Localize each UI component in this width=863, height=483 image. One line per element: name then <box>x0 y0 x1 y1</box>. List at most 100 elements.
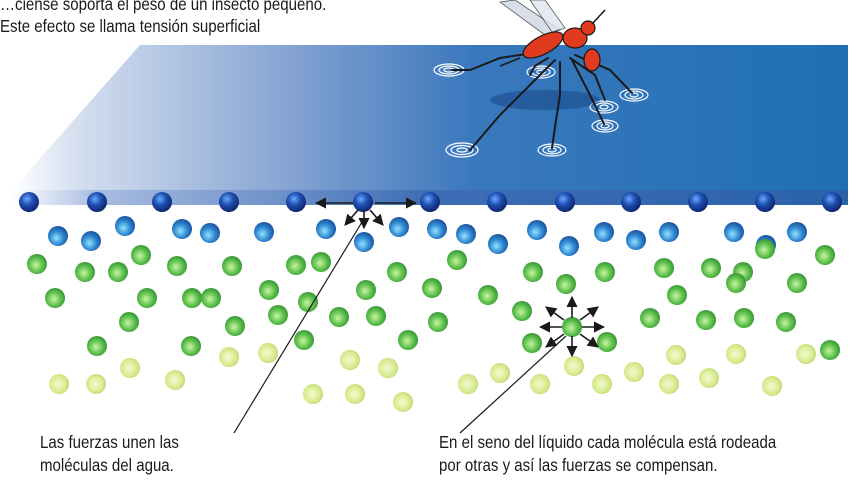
water-molecule <box>75 262 95 282</box>
water-molecule <box>556 274 576 294</box>
water-molecule <box>108 262 128 282</box>
water-molecule-blue <box>488 234 508 254</box>
water-molecule <box>820 340 840 360</box>
water-molecule-blue <box>659 222 679 242</box>
bulk-force-arrow-downleft <box>545 333 565 348</box>
water-molecule <box>201 288 221 308</box>
water-molecule-blue <box>427 219 447 239</box>
bulk-force-arrow-downright <box>579 333 599 348</box>
water-molecule-blue <box>389 217 409 237</box>
water-molecule-deep <box>86 374 106 394</box>
water-molecule <box>131 245 151 265</box>
water-molecule-blue <box>626 230 646 250</box>
water-molecule <box>294 330 314 350</box>
label-right-line-1: En el seno del líquido cada molécula est… <box>439 432 777 452</box>
water-molecule-deep <box>258 343 278 363</box>
water-molecule <box>522 333 542 353</box>
water-molecule-deep <box>219 347 239 367</box>
water-molecule-blue <box>48 226 68 246</box>
water-molecule <box>755 239 775 259</box>
water-molecule <box>329 307 349 327</box>
leader-line-left <box>233 221 363 434</box>
water-molecule-blue <box>787 222 807 242</box>
surface-molecule <box>487 192 507 212</box>
surface-molecule <box>87 192 107 212</box>
water-molecule-blue <box>594 222 614 242</box>
water-molecule-deep <box>624 362 644 382</box>
water-molecule-deep <box>490 363 510 383</box>
water-molecule <box>447 250 467 270</box>
water-molecule-deep <box>345 384 365 404</box>
header-line-2: Este efecto se llama tensión superficial <box>0 16 261 36</box>
water-molecule-deep <box>165 370 185 390</box>
surface-molecule <box>286 192 306 212</box>
central-water-molecule <box>562 317 582 337</box>
water-molecule-deep <box>120 358 140 378</box>
mosquito-icon <box>451 0 633 151</box>
water-molecule <box>387 262 407 282</box>
water-molecule <box>286 255 306 275</box>
water-molecule <box>398 330 418 350</box>
water-molecule <box>726 273 746 293</box>
surface-force-arrow-downleft <box>344 209 359 226</box>
water-molecule <box>654 258 674 278</box>
surface-force-arrow-downright <box>369 209 384 226</box>
surface-molecule <box>19 192 39 212</box>
water-molecule <box>512 301 532 321</box>
label-right-line-2: por otras y así las fuerzas se compensan… <box>439 455 718 475</box>
water-molecule <box>311 252 331 272</box>
water-molecule-blue <box>254 222 274 242</box>
water-molecule-deep <box>530 374 550 394</box>
molecules-group <box>19 192 842 412</box>
water-molecule <box>298 292 318 312</box>
header-line-1: …ciense soporta el peso de un insecto pe… <box>0 0 327 14</box>
water-molecule-blue <box>172 219 192 239</box>
bulk-force-arrow-upleft <box>545 306 565 321</box>
water-molecule-deep <box>666 345 686 365</box>
water-molecule <box>259 280 279 300</box>
water-molecule <box>137 288 157 308</box>
water-molecule <box>27 254 47 274</box>
surface-molecule <box>755 192 775 212</box>
surface-molecule <box>555 192 575 212</box>
water-molecule <box>225 316 245 336</box>
label-left-line-2: moléculas del agua. <box>40 455 174 475</box>
water-molecule <box>597 332 617 352</box>
water-molecule-deep <box>659 374 679 394</box>
water-molecule <box>696 310 716 330</box>
water-molecule-deep <box>458 374 478 394</box>
water-molecule <box>356 280 376 300</box>
water-molecule-blue <box>559 236 579 256</box>
water-molecule-deep <box>726 344 746 364</box>
water-molecule <box>701 258 721 278</box>
water-molecule <box>422 278 442 298</box>
leader-line-right <box>459 335 567 434</box>
surface-molecule <box>688 192 708 212</box>
water-molecule <box>776 312 796 332</box>
water-molecule-deep <box>564 356 584 376</box>
surface-molecule <box>621 192 641 212</box>
water-molecule <box>815 245 835 265</box>
water-molecule-blue <box>200 223 220 243</box>
water-molecule <box>478 285 498 305</box>
water-molecule-deep <box>796 344 816 364</box>
water-molecule-blue <box>527 220 547 240</box>
water-molecule <box>181 336 201 356</box>
water-molecule <box>182 288 202 308</box>
water-molecule-blue <box>456 224 476 244</box>
water-molecule <box>523 262 543 282</box>
water-molecule <box>734 308 754 328</box>
water-molecule <box>667 285 687 305</box>
water-molecule-deep <box>592 374 612 394</box>
insect-shadow <box>490 90 600 110</box>
water-molecule-blue <box>115 216 135 236</box>
water-molecule <box>268 305 288 325</box>
water-molecule <box>640 308 660 328</box>
water-molecule <box>119 312 139 332</box>
water-molecule-deep <box>699 368 719 388</box>
surface-molecule <box>353 192 373 212</box>
surface-molecule <box>219 192 239 212</box>
bulk-force-arrow-upright <box>579 306 599 321</box>
